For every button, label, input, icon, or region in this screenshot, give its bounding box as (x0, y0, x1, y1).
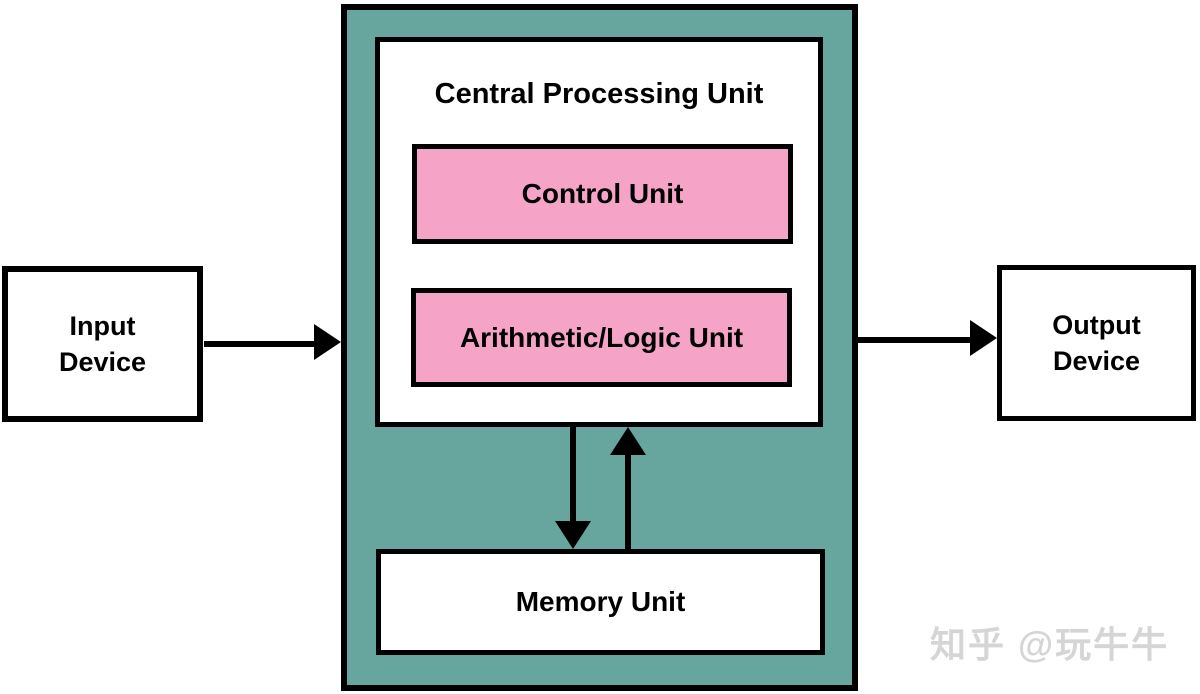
arrow-input-to-cpu-stem (204, 341, 316, 347)
arithmetic-logic-unit-label: Arithmetic/Logic Unit (459, 321, 744, 353)
arrow-cpu-to-memory-stem (570, 427, 576, 523)
arithmetic-logic-unit-box: Arithmetic/Logic Unit (411, 288, 792, 387)
input-device-label-line2: Device (58, 347, 147, 377)
arrow-cpu-to-output-stem (858, 337, 972, 343)
output-device-label-line2: Device (1052, 346, 1141, 376)
arrow-memory-to-cpu-stem (625, 453, 631, 549)
output-device-label: Output Device (1052, 307, 1140, 380)
watermark: 知乎 @玩牛牛 (930, 624, 1170, 665)
arrow-right-icon (314, 324, 341, 360)
control-unit-box: Control Unit (412, 144, 793, 244)
memory-unit-box: Memory Unit (376, 549, 825, 655)
arrow-right-icon (970, 320, 997, 356)
input-device-label-line1: Input (69, 310, 136, 341)
control-unit-label: Control Unit (521, 178, 684, 209)
memory-unit-label: Memory Unit (515, 586, 686, 617)
cpu-title: Central Processing Unit (434, 78, 764, 110)
arrow-down-icon (555, 521, 591, 549)
input-device-label: Input Device (59, 308, 146, 381)
output-device-box: Output Device (997, 265, 1196, 421)
output-device-label-line1: Output (1052, 309, 1141, 340)
input-device-box: Input Device (2, 266, 203, 422)
arrow-up-icon (610, 427, 646, 455)
